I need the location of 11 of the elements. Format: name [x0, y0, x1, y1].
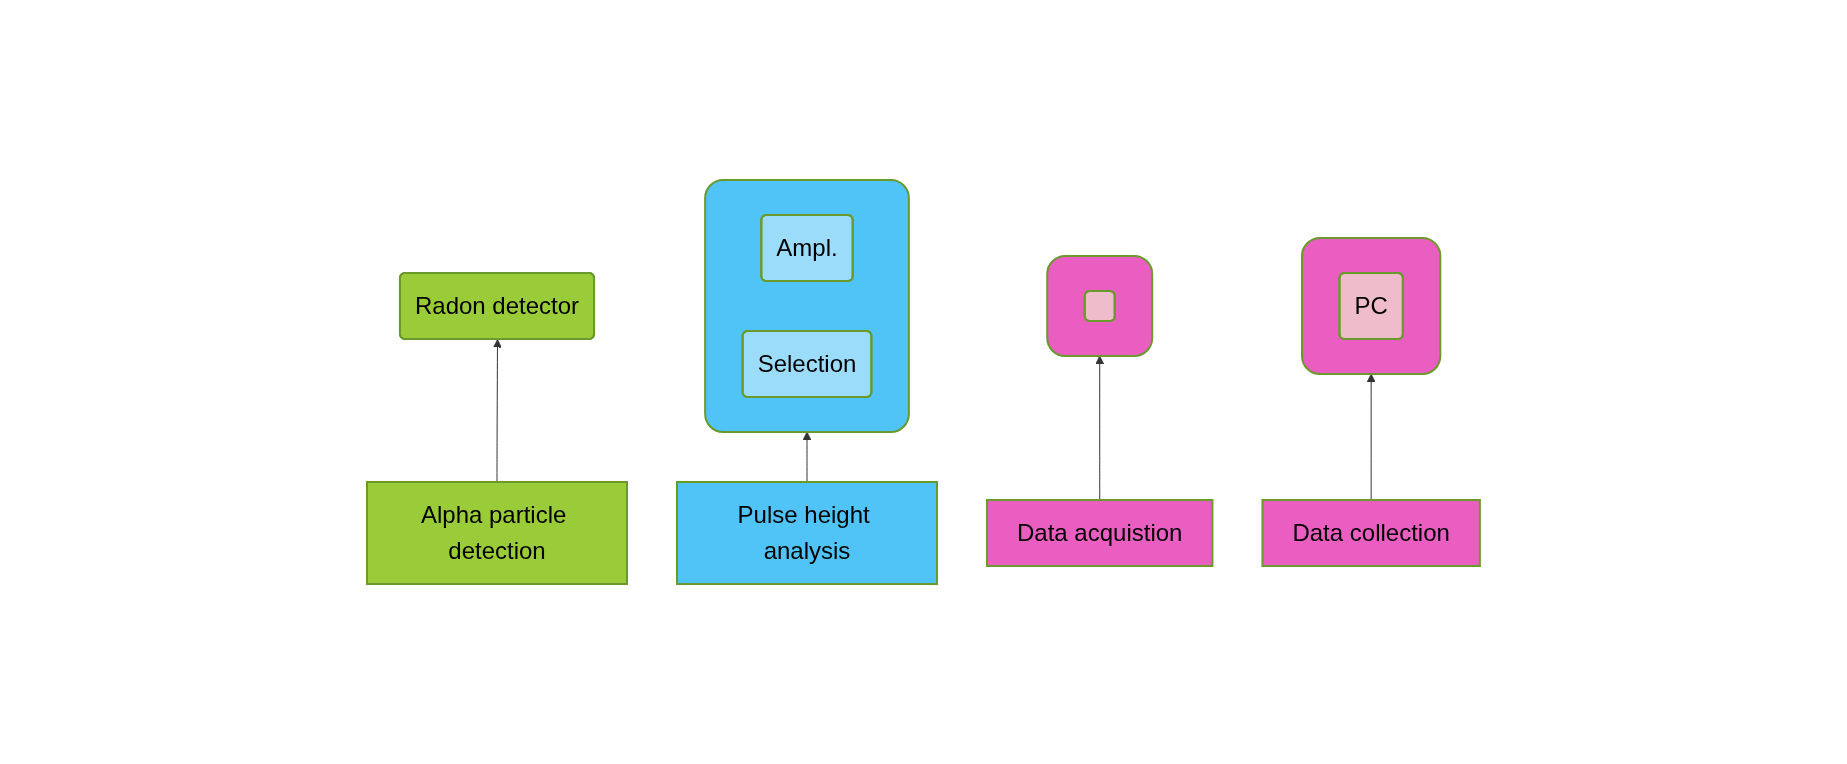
arrow — [493, 339, 502, 483]
arrow — [1095, 355, 1105, 501]
node-box: Data collection — [1261, 499, 1481, 567]
node-box: Pulse height analysis — [676, 481, 939, 585]
cluster — [1046, 255, 1154, 357]
arrow — [802, 431, 812, 483]
arrow — [1366, 373, 1376, 501]
cluster — [704, 179, 910, 433]
node-box: Data acquistion — [986, 499, 1214, 567]
node-box: Alpha particle detection — [366, 481, 629, 585]
cluster — [1301, 237, 1442, 375]
